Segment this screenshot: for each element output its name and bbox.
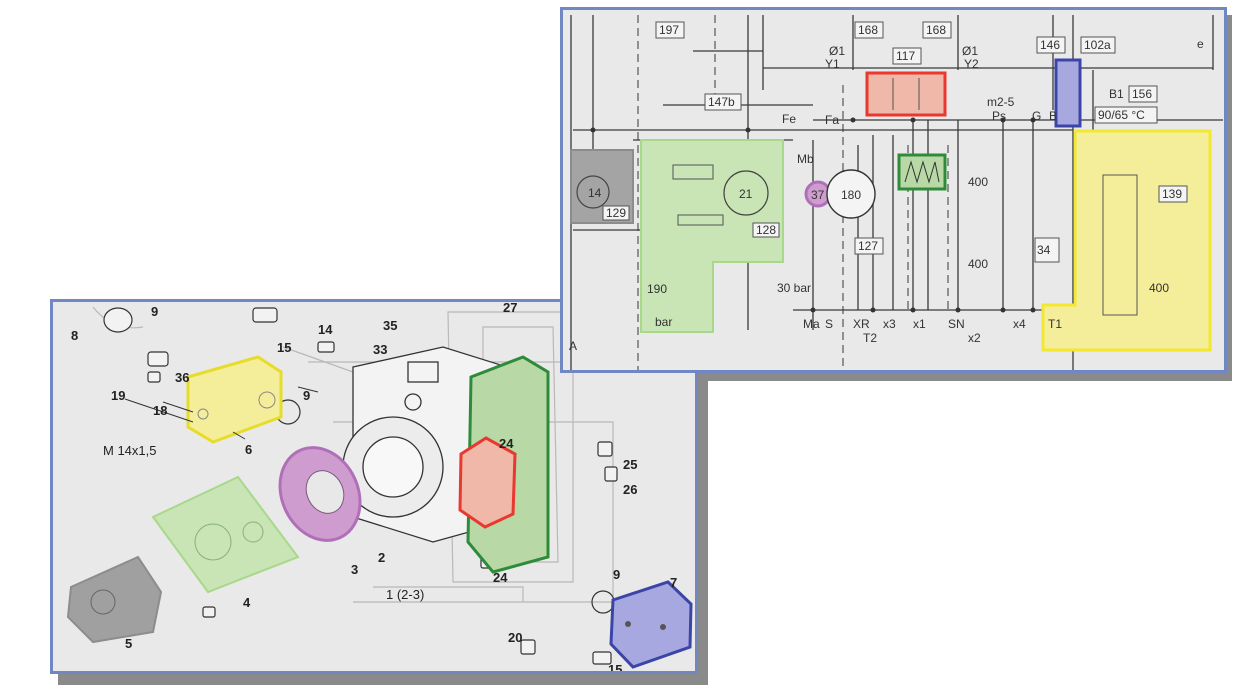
highlight-part-3[interactable] (265, 434, 374, 553)
thread-spec-label: M 14x1,5 (103, 443, 156, 458)
label-y1: Y1 (825, 57, 840, 71)
part-label-15b: 15 (608, 662, 622, 674)
hydraulic-schematic-drawing: 14 129 21 128 190 bar 37 180 (569, 15, 1223, 370)
pump-180: 180 (826, 169, 876, 219)
box-label-34: 34 (1037, 243, 1051, 257)
part-label-9b: 9 (303, 388, 310, 403)
label-190: 190 (647, 282, 667, 296)
label-m2-5: m2-5 (987, 95, 1015, 109)
label-xr: S (825, 317, 833, 331)
box-label-147b: 147b (708, 95, 735, 109)
part-label-25: 25 (623, 457, 637, 472)
highlight-solenoid-valve[interactable] (458, 436, 517, 529)
highlight-unit-21[interactable]: 21 128 190 bar (640, 139, 784, 333)
junction-dots (590, 117, 1036, 313)
schematic-text-labels: Ø1 Y1 Ø1 Y2 m2-5 Ps Fe Fa G B Mb 400 400… (569, 37, 1204, 353)
box-label-127: 127 (858, 239, 878, 253)
box-128 (752, 222, 780, 238)
part-label-5: 5 (125, 636, 132, 651)
part-label-14: 14 (318, 322, 333, 337)
part-label-7: 7 (670, 575, 677, 590)
component-label-37: 37 (811, 188, 825, 202)
part-label-4: 4 (243, 595, 251, 610)
pump-label-180: 180 (841, 188, 861, 202)
box-label-168b: 168 (926, 23, 946, 37)
box-label-temp: 90/65 °C (1098, 108, 1145, 122)
part-label-1: 1 (2-3) (386, 587, 424, 602)
label-fe: Fe (782, 112, 796, 126)
label-y2: Y2 (964, 57, 979, 71)
part-label-33: 33 (373, 342, 387, 357)
exploded-view-drawing: 8 9 35 27 14 15 33 36 19 18 9 6 M 14x1,5… (66, 302, 693, 674)
label-mb: Mb (797, 152, 814, 166)
label-t2: XR (853, 317, 870, 331)
part-label-27: 27 (503, 302, 517, 315)
label-e: e (1197, 37, 1204, 51)
highlight-valve-117[interactable] (865, 71, 947, 117)
label-x1: x3 (883, 317, 896, 331)
box-label-129: 129 (606, 206, 626, 220)
box-label-117: 117 (896, 49, 915, 63)
box-label-156: 156 (1132, 87, 1152, 101)
leader-lines (124, 386, 319, 440)
hydraulic-schematic-panel: 14 129 21 128 190 bar 37 180 (560, 7, 1227, 373)
part-label-20: 20 (508, 630, 522, 645)
box-139 (1158, 185, 1188, 203)
part-label-8: 8 (71, 328, 78, 343)
box-label-128: 128 (756, 223, 776, 237)
label-x4: x2 (968, 331, 981, 345)
label-phi1-b: Ø1 (962, 44, 978, 58)
box-129 (602, 205, 630, 221)
label-g: G (1032, 109, 1041, 123)
label-400-a: 400 (968, 175, 988, 189)
label-ma: 30 bar (777, 281, 811, 295)
box-label-102a: 102a (1084, 38, 1111, 52)
highlight-spring-block[interactable] (897, 153, 947, 191)
part-label-35: 35 (383, 318, 397, 333)
boxed-labels: 197 168 117 168 147b 146 102a 156 90/65 … (655, 21, 1158, 263)
label-s: Ma (803, 317, 820, 331)
label-bar-190: bar (655, 315, 672, 329)
part-label-9c: 9 (613, 567, 620, 582)
part-label-19: 19 (111, 388, 125, 403)
part-label-24a: 24 (499, 436, 514, 451)
unit-label-14: 14 (588, 186, 602, 200)
highlight-block-146[interactable] (1054, 58, 1082, 128)
part-label-26: 26 (623, 482, 637, 497)
part-label-6: 6 (245, 442, 252, 457)
part-label-24b: 24 (493, 570, 508, 585)
label-t1: x4 (1013, 317, 1026, 331)
part-label-18: 18 (153, 403, 167, 418)
part-label-9: 9 (151, 304, 158, 319)
box-label-146: 146 (1040, 38, 1060, 52)
label-b1: B1 (1109, 87, 1124, 101)
label-sn: x1 (913, 317, 926, 331)
highlight-part-5[interactable] (66, 555, 163, 644)
part-label-15: 15 (277, 340, 291, 355)
highlight-part-6[interactable] (186, 355, 283, 444)
label-m4: A (569, 339, 577, 353)
highlight-valve-block-139[interactable]: 139 400 (1041, 129, 1212, 352)
label-phi1-a: Ø1 (829, 44, 845, 58)
label-b: B (1049, 109, 1057, 123)
part-label-2: 2 (378, 550, 385, 565)
box-label-197: 197 (659, 23, 679, 37)
exploded-view-panel: 8 9 35 27 14 15 33 36 19 18 9 6 M 14x1,5… (50, 299, 698, 674)
part-label-36: 36 (175, 370, 189, 385)
box-label-139: 139 (1162, 187, 1182, 201)
highlight-part-7[interactable] (609, 580, 693, 669)
part-label-3: 3 (351, 562, 358, 577)
unit-label-21: 21 (739, 187, 753, 201)
fittings (103, 307, 618, 665)
box-label-168a: 168 (858, 23, 878, 37)
label-fa: Fa (825, 113, 839, 127)
highlight-part-4[interactable] (151, 475, 300, 594)
highlight-unit-14[interactable]: 14 129 (570, 149, 634, 224)
label-400-b: 400 (968, 257, 988, 271)
label-30-bar: 400 (1149, 281, 1169, 295)
label-a: T1 (1048, 317, 1062, 331)
label-x3: T2 (863, 331, 877, 345)
label-ps: Ps (992, 109, 1006, 123)
label-x2: SN (948, 317, 965, 331)
